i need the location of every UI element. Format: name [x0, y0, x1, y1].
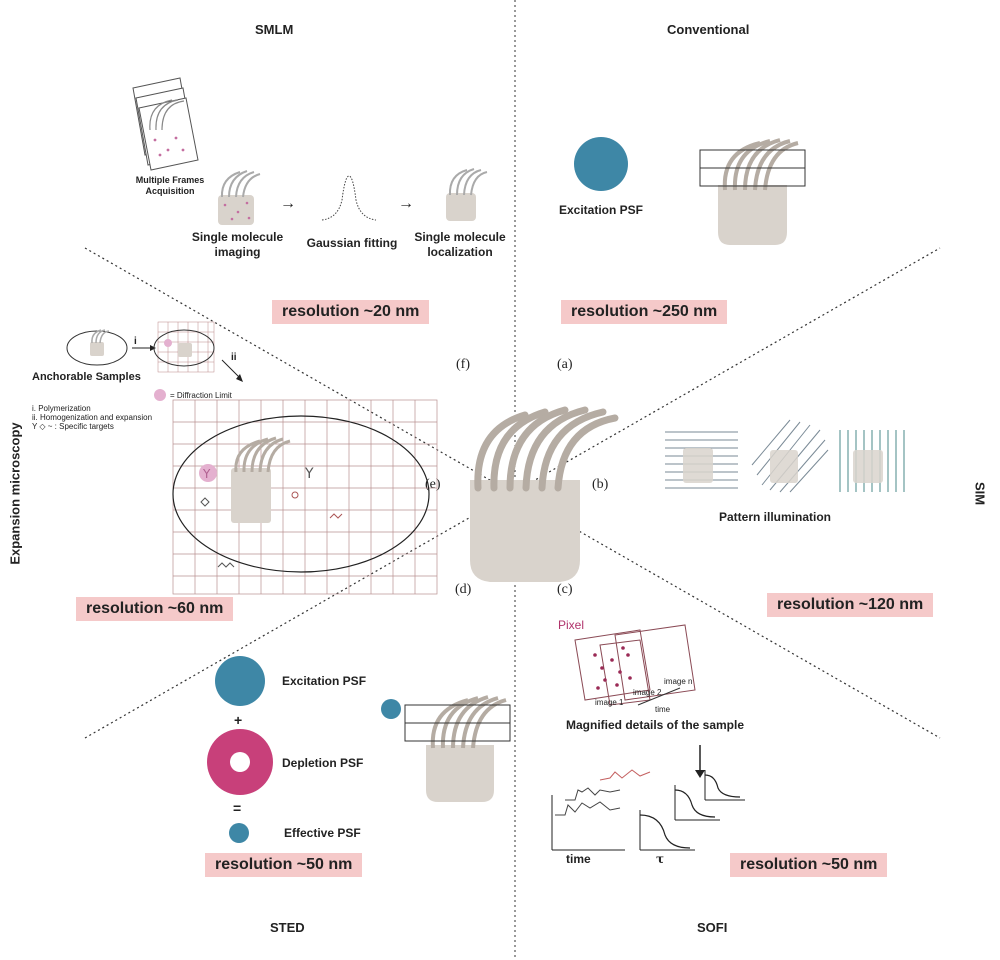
expansion-note-1: i. Polymerization	[32, 404, 91, 413]
sted-effective-label: Effective PSF	[284, 826, 361, 840]
sted-resolution: resolution ~50 nm	[205, 853, 363, 877]
smlm-step3-label-1: Single molecule	[414, 230, 506, 244]
sofi-magnified-label: Magnified details of the sample	[565, 718, 745, 732]
sofi-time-small: time	[655, 705, 671, 714]
sted-equals: =	[233, 800, 242, 816]
title-sofi: SOFI	[697, 920, 728, 935]
smlm-step2-label: Gaussian fitting	[306, 236, 398, 250]
expansion-note-2: ii. Homogenization and expansion	[32, 413, 153, 422]
excitation-psf-circle	[574, 137, 628, 191]
expansion-resolution: resolution ~60 nm	[76, 597, 234, 621]
title-smlm: SMLM	[255, 22, 294, 37]
title-conventional: Conventional	[667, 22, 750, 37]
sted-plus: +	[234, 712, 243, 728]
sim-resolution: resolution ~120 nm	[767, 593, 934, 617]
sted-depletion-label: Depletion PSF	[282, 756, 364, 770]
title-sted: STED	[270, 920, 305, 935]
panel-letter-f: (f)	[456, 357, 470, 372]
expansion-step-i: i	[134, 336, 137, 347]
svg-text:Y: Y	[202, 467, 211, 481]
conventional-resolution: resolution ~250 nm	[561, 300, 728, 324]
smlm-step1-label-1: Single molecule	[191, 230, 284, 244]
expansion-diffraction-label: = Diffraction Limit	[170, 391, 232, 400]
panel-letter-a: (a)	[557, 357, 573, 372]
sofi-x-time: time	[566, 852, 591, 866]
expansion-step-ii: ii	[231, 352, 237, 363]
smlm-frames-label-2: Acquisition	[145, 186, 195, 196]
smlm-resolution: resolution ~20 nm	[272, 300, 430, 324]
smlm-step3-label-2: localization	[427, 245, 493, 259]
expansion-anchorable-label: Anchorable Samples	[32, 371, 141, 383]
svg-text:Y: Y	[304, 466, 314, 482]
sted-excitation-circle	[215, 656, 265, 706]
sted-effective-circle	[229, 823, 249, 843]
smlm-arrow-2: →	[398, 195, 414, 212]
sofi-x-tau: τ	[656, 852, 665, 866]
sofi-image-n: image n	[664, 677, 693, 686]
expansion-note-3: Y ◇ ~ : Specific targets	[32, 422, 114, 431]
panel-letter-d: (d)	[455, 582, 472, 597]
sofi-resolution: resolution ~50 nm	[730, 853, 888, 877]
sofi-image-1: image 1	[595, 698, 624, 707]
panel-letter-c: (c)	[557, 582, 573, 597]
sim-pattern-label: Pattern illumination	[718, 510, 831, 524]
smlm-step1-label-2: imaging	[214, 245, 261, 259]
smlm-frames-label-1: Multiple Frames	[135, 175, 205, 185]
sofi-pixel-label: Pixel	[558, 618, 585, 632]
sted-excitation-label: Excitation PSF	[282, 674, 367, 688]
smlm-arrow-1: →	[280, 195, 296, 212]
panel-letter-b: (b)	[592, 477, 609, 492]
sofi-image-2: image 2	[633, 688, 662, 697]
conventional-psf-label: Excitation PSF	[558, 203, 644, 217]
